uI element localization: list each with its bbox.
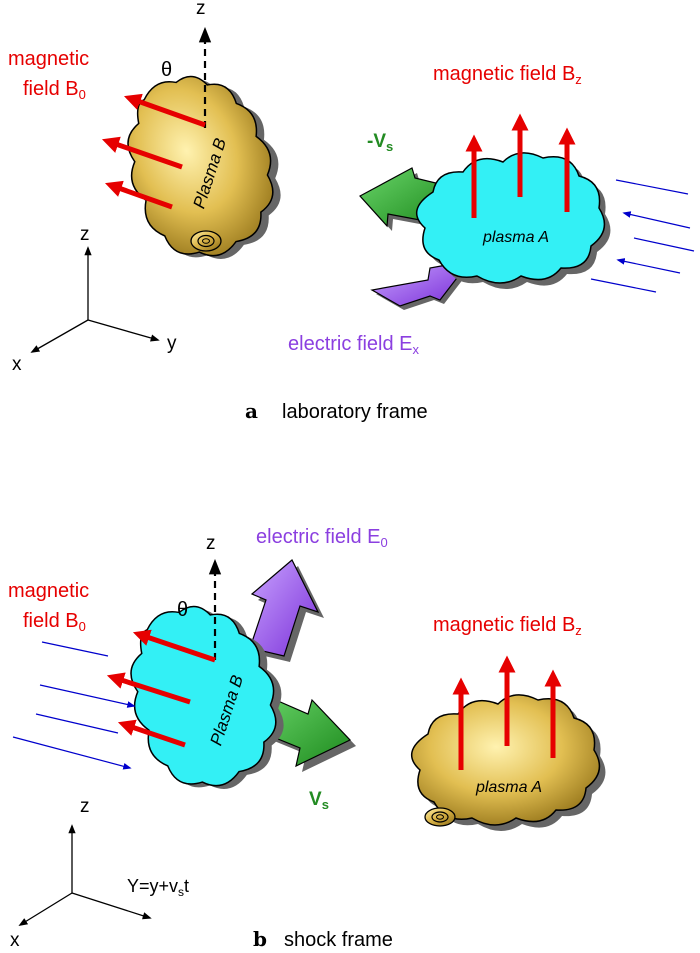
b0-arrow <box>101 136 183 170</box>
e0-arrow <box>249 559 324 662</box>
caption-b: shock frame <box>284 929 393 951</box>
b0-arrows <box>101 93 206 210</box>
ex-arrow <box>370 263 464 310</box>
b0-label-line1: magnetic <box>8 48 89 70</box>
b0-arrow-b <box>117 719 186 748</box>
caption-letter-a: a <box>245 399 258 423</box>
b0-arrows-b <box>106 629 216 748</box>
caption-letter-b: b <box>253 927 267 951</box>
axis-y-label-b: Y=y+vst <box>127 876 189 899</box>
b0-arrow <box>104 180 173 210</box>
bz-label-b: magnetic field Bz <box>433 614 582 638</box>
e0-label: electric field E0 <box>256 526 388 550</box>
theta-label: θ <box>161 59 172 81</box>
b0-label-b-line1: magnetic <box>8 580 89 602</box>
bz-arrows-b <box>452 655 562 770</box>
bz-arrows <box>465 113 576 218</box>
axis-z-label: z <box>80 224 90 245</box>
plasma-a-label: plasma A <box>482 229 549 246</box>
vs-label: Vs <box>309 789 329 812</box>
b0-arrow-b <box>132 629 216 663</box>
flow-lines-a <box>590 179 695 293</box>
curl-icon <box>190 230 222 252</box>
b0-arrow <box>123 93 206 128</box>
b0-arrow-b <box>106 672 191 705</box>
panel-a: Plasma B z θ magnetic field B0 z y x -Vs <box>8 0 695 423</box>
axis-z-label-b: z <box>80 796 90 817</box>
neg-vs-label: -Vs <box>367 131 393 154</box>
plasma-b-cloud-a <box>127 75 281 259</box>
plasma-a-cloud-a <box>416 152 611 289</box>
b0-label-b-line2: field B0 <box>23 610 86 634</box>
z-dashed-label-b: z <box>206 533 216 554</box>
coordinate-axes-a <box>30 246 160 353</box>
theta-label-b: θ <box>177 599 188 621</box>
axis-x-label: x <box>12 354 22 375</box>
coordinate-axes-b <box>18 824 152 926</box>
z-dashed-label: z <box>196 0 206 19</box>
panel-b: Plasma B z θ magnetic field B0 electric … <box>8 526 606 951</box>
ex-label: electric field Ex <box>288 333 420 357</box>
axis-x-label-b: x <box>10 930 20 951</box>
curl-icon-b <box>424 807 456 827</box>
b0-label-line2: field B0 <box>23 78 86 102</box>
plasma-a-label-b: plasma A <box>475 779 542 796</box>
axis-y-label: y <box>167 333 177 354</box>
flow-lines-b <box>12 641 136 770</box>
bz-label: magnetic field Bz <box>433 63 582 87</box>
caption-a: laboratory frame <box>282 401 428 423</box>
